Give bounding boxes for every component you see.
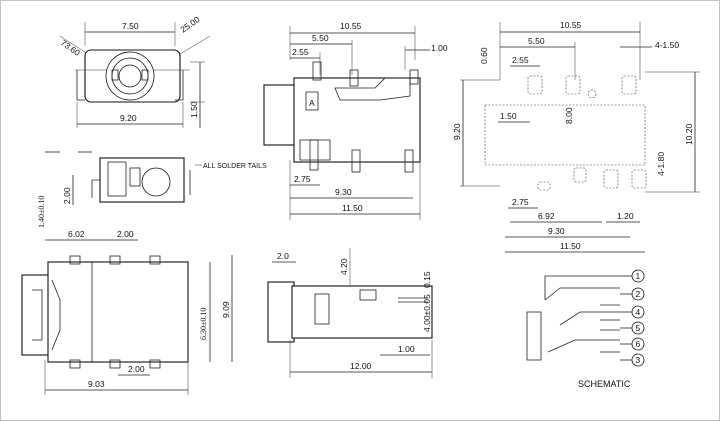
pcb-layout: 10.55 5.50 4-1.50 0.60 2.55 9.20 10.20 1… bbox=[452, 20, 700, 253]
dim-side-d3: 1.00 bbox=[431, 43, 448, 53]
dim-pcb-d5: 1.50 bbox=[500, 111, 517, 121]
dim-bl-d2: 2.00 bbox=[117, 229, 134, 239]
dim-pcb-d10: 2.75 bbox=[512, 197, 529, 207]
schematic-pin-label: 4 bbox=[636, 307, 641, 317]
dim-bm-d5: 1.00 bbox=[398, 344, 415, 354]
dim-front-bottom: 9.20 bbox=[120, 113, 137, 123]
dim-bm-d2: 4.20 bbox=[339, 258, 349, 275]
bottom-left-view: 6.02 2.00 6.30±0.10 9.09 2.00 9.03 bbox=[21, 229, 233, 395]
dim-pcb-d12: 1.20 bbox=[617, 211, 634, 221]
dim-bl-d3: 6.30±0.10 bbox=[199, 308, 208, 340]
dim-angle-left: 73.60 bbox=[59, 37, 82, 58]
dim-side-total: 10.55 bbox=[340, 21, 362, 31]
schematic-pin-label: 5 bbox=[636, 323, 641, 333]
dim-pcb-d2: 4-1.50 bbox=[655, 40, 679, 50]
dim-pcb-d7: 9.20 bbox=[452, 123, 462, 140]
dim-bl-d1: 6.02 bbox=[68, 229, 85, 239]
side-view-top: 10.55 5.50 2.55 1.00 A 2.75 9.30 11.50 bbox=[263, 21, 448, 220]
schematic-title: SCHEMATIC bbox=[578, 379, 631, 389]
dim-bm-d6: 12.00 bbox=[350, 361, 372, 371]
note-solder-tails: ALL SOLDER TAILS bbox=[203, 163, 267, 170]
dim-mid-d1: 2.00 bbox=[62, 187, 72, 204]
dim-bl-d4: 9.09 bbox=[221, 301, 231, 318]
dim-pcb-d6: 8.00 bbox=[564, 107, 574, 124]
middle-left-view: ALL SOLDER TAILS 2.00 1.40±0.10 bbox=[37, 151, 267, 228]
dim-side-d2: 2.55 bbox=[292, 47, 309, 57]
dim-pcb-d8: 10.20 bbox=[684, 123, 694, 145]
schematic-pin-label: 2 bbox=[636, 289, 641, 299]
dim-pcb-d1: 5.50 bbox=[528, 36, 545, 46]
dim-pcb-d13: 9.30 bbox=[548, 226, 565, 236]
schematic-sleeve bbox=[526, 311, 542, 361]
schematic-pin-label: 1 bbox=[636, 271, 641, 281]
bottom-middle-view: 2.0 4.20 4.00±0.05 0.15 1.00 12.00 bbox=[267, 248, 433, 378]
dim-angle-right: 25.00 bbox=[178, 14, 201, 35]
dim-pcb-total: 10.55 bbox=[560, 20, 582, 30]
dim-pcb-d11: 6.92 bbox=[538, 211, 555, 221]
dim-front-height: 1.50 bbox=[189, 101, 199, 118]
dim-pcb-d9: 4-1.80 bbox=[656, 152, 666, 176]
front-view: 7.50 73.60 25.00 9.20 1.50 bbox=[59, 14, 211, 128]
dim-mid-tol: 1.40±0.10 bbox=[37, 196, 46, 228]
dim-bm-d3: 4.00±0.05 bbox=[422, 294, 432, 332]
dim-bm-d4: 0.15 bbox=[422, 271, 432, 288]
dim-front-width: 7.50 bbox=[122, 21, 139, 31]
dim-bl-d6: 9.03 bbox=[88, 379, 105, 389]
dim-bl-d5: 2.00 bbox=[128, 364, 145, 374]
dim-side-d1: 5.50 bbox=[312, 33, 329, 43]
dim-side-d6: 11.50 bbox=[342, 203, 363, 213]
dim-pcb-d3: 0.60 bbox=[479, 47, 489, 64]
schematic: 1 2 4 5 6 3 SCHEMATIC bbox=[526, 269, 645, 389]
dim-side-d5: 9.30 bbox=[335, 187, 352, 197]
dim-bm-d1: 2.0 bbox=[277, 251, 289, 261]
schematic-pin-label: 3 bbox=[636, 355, 641, 365]
dim-pcb-d4: 2.55 bbox=[512, 55, 529, 65]
schematic-pin-label: 6 bbox=[636, 339, 641, 349]
dim-side-d4: 2.75 bbox=[294, 174, 311, 184]
dim-pcb-d14: 11.50 bbox=[560, 241, 581, 251]
side-mark-a: A bbox=[309, 98, 315, 108]
